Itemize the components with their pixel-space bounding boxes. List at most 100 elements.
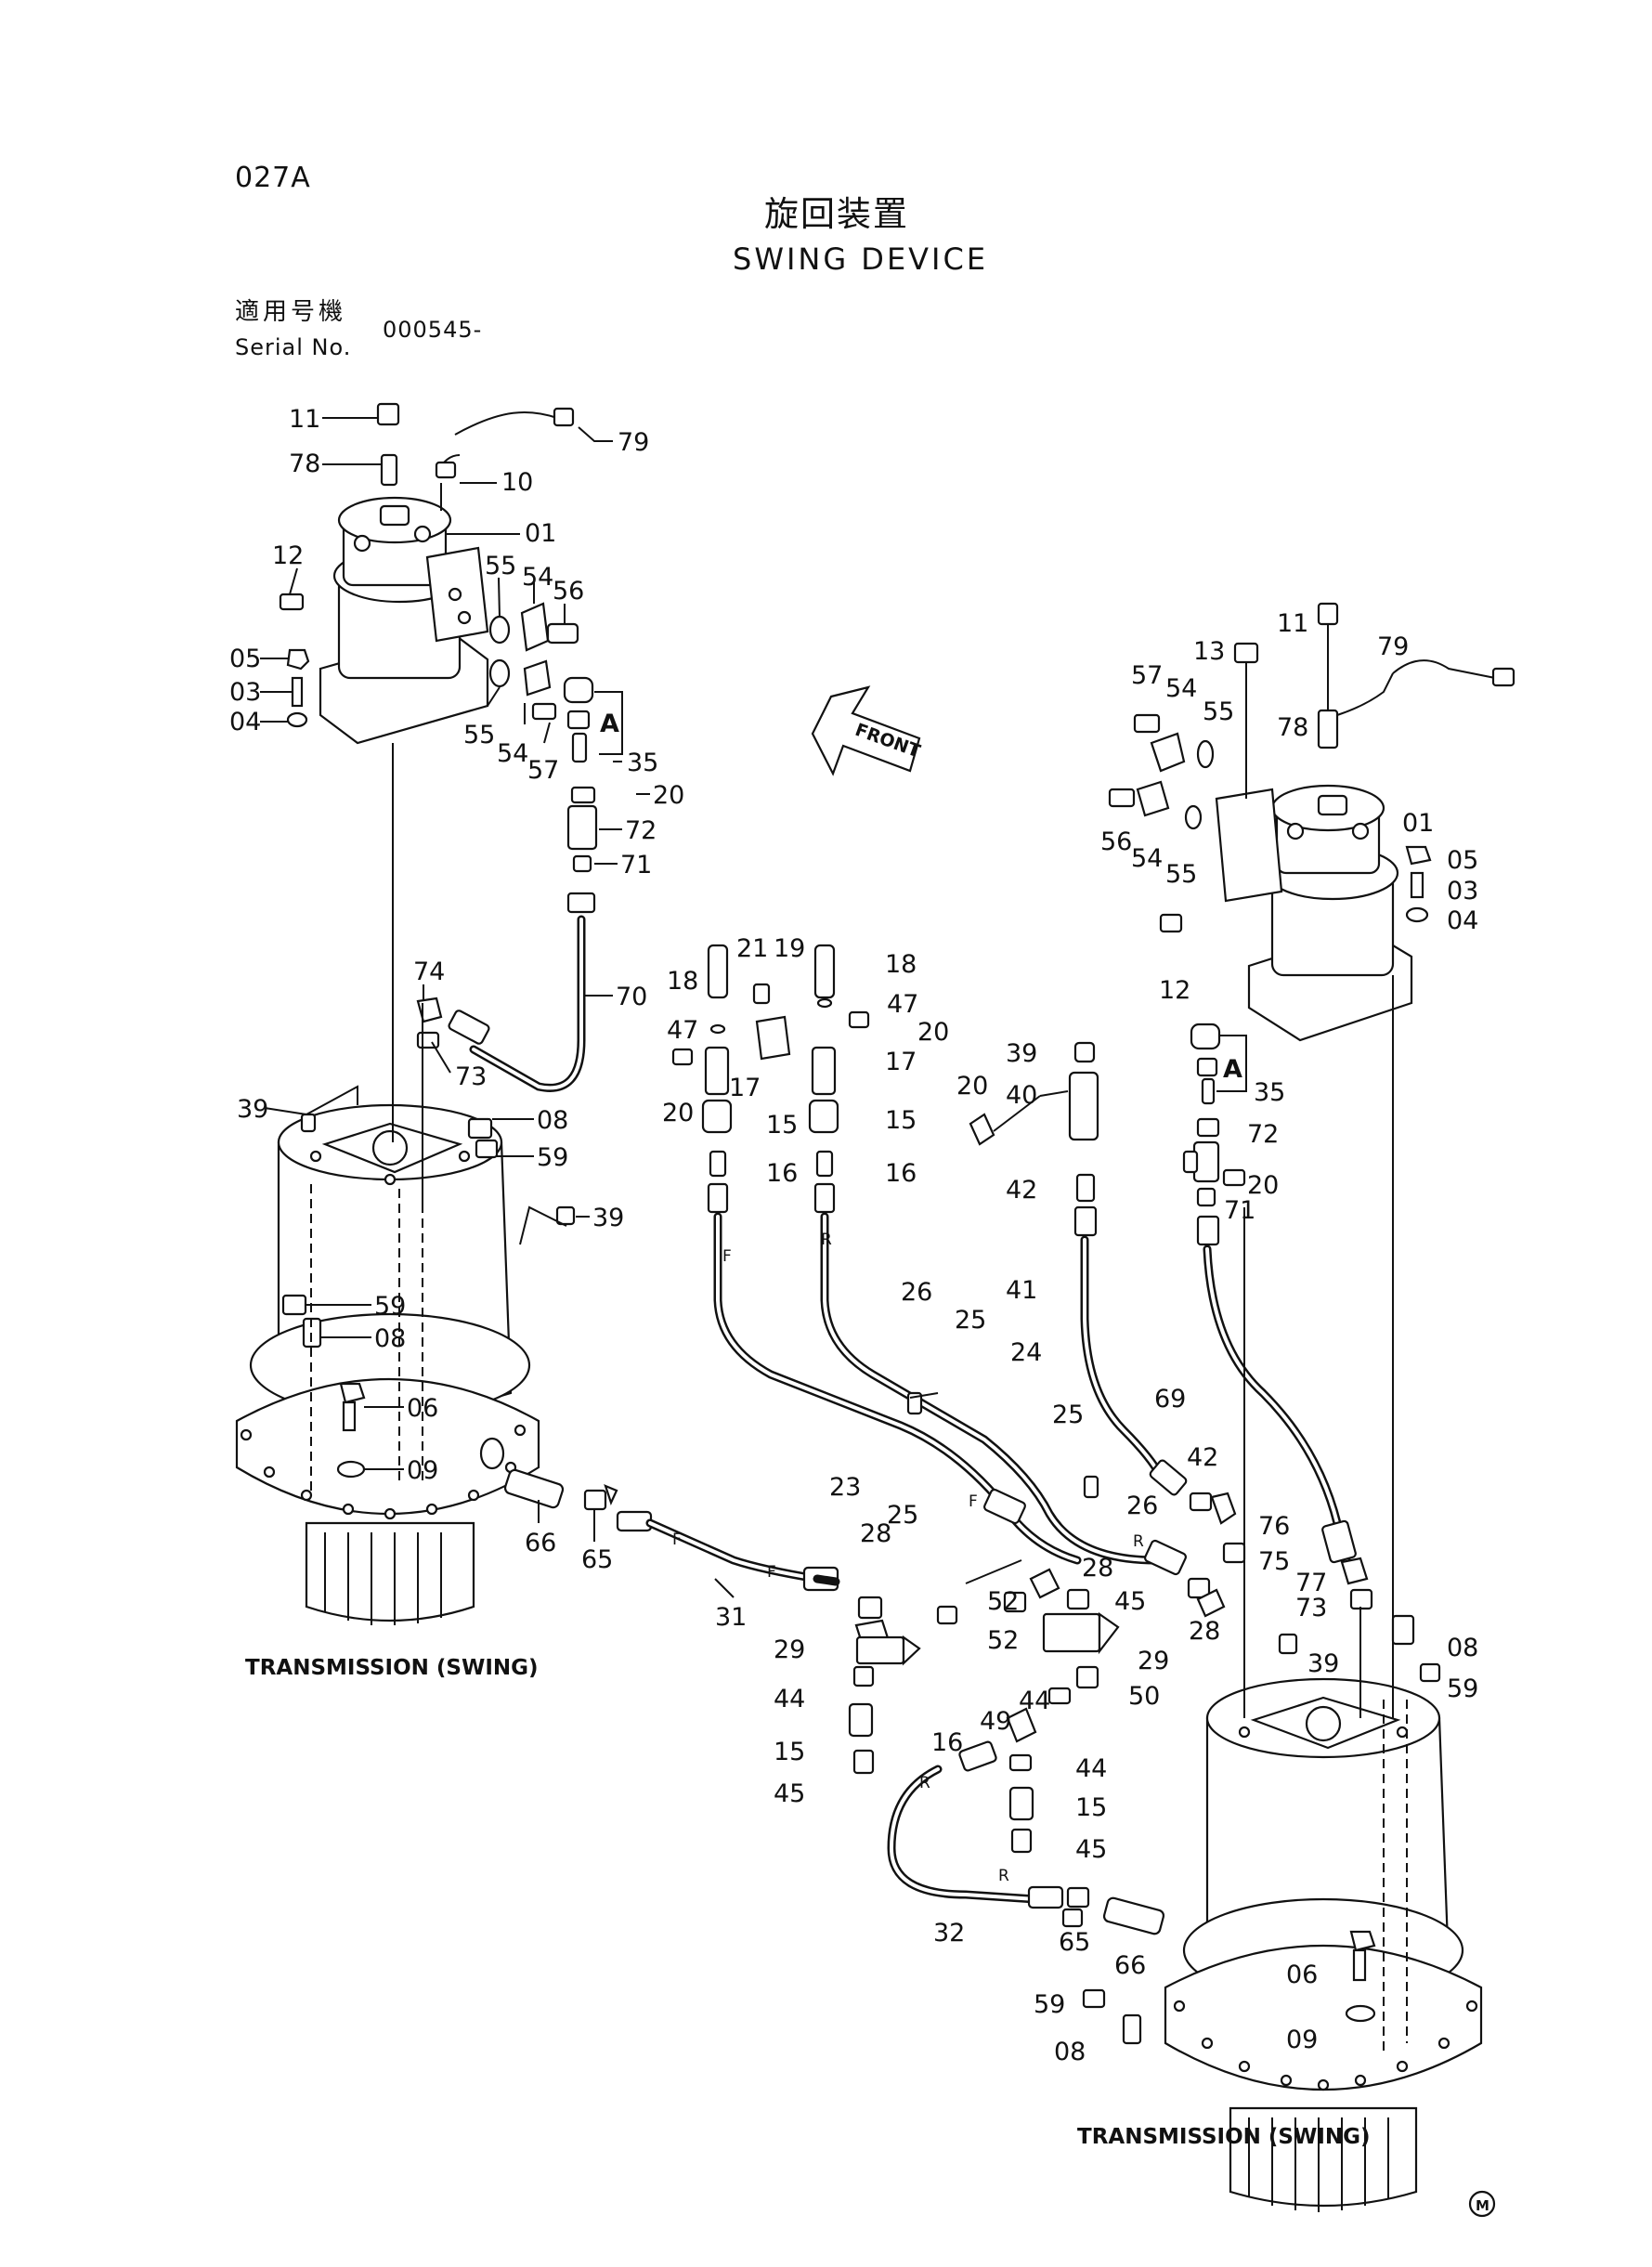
label-06-right: 06	[1286, 1961, 1318, 1989]
label-56-right: 56	[1100, 827, 1132, 856]
label-a-left: A	[600, 710, 619, 738]
labels-left-motor: 11 78 10 79 01 12 05 03 04 55 54 56 55 5…	[229, 405, 684, 1091]
left-hose-70	[416, 786, 598, 1092]
label-59-right-top: 59	[1447, 1674, 1478, 1703]
label-55-right-bottom: 55	[1165, 860, 1197, 889]
label-50: 50	[1128, 1682, 1160, 1711]
label-72-left: 72	[625, 816, 657, 845]
label-44-right: 44	[1075, 1754, 1107, 1783]
label-54-right-bottom: 54	[1131, 844, 1163, 873]
label-03-right: 03	[1447, 877, 1478, 905]
right-motor-fittings	[1108, 602, 1515, 933]
label-25-top: 25	[955, 1306, 986, 1335]
label-45-lower-right: 45	[1075, 1835, 1107, 1864]
label-40: 40	[1006, 1081, 1037, 1110]
label-16-center-left: 16	[766, 1159, 798, 1188]
logo-circle	[1468, 2190, 1496, 2218]
label-25-bottom: 25	[887, 1501, 918, 1530]
label-39-left-top: 39	[237, 1095, 268, 1124]
label-04-left: 04	[229, 708, 261, 736]
mark-r-hose32-b: R	[998, 1867, 1009, 1885]
mark-f-hose31-b: F	[767, 1563, 776, 1582]
title-english: SWING DEVICE	[733, 241, 989, 277]
page-code: 027A	[235, 162, 311, 194]
label-31: 31	[715, 1603, 747, 1632]
label-32: 32	[933, 1919, 965, 1948]
label-44-middle: 44	[1019, 1687, 1050, 1715]
label-71-left: 71	[620, 851, 652, 879]
label-44-left: 44	[774, 1685, 805, 1713]
label-73-left: 73	[455, 1062, 487, 1091]
label-39-left-bottom: 39	[592, 1204, 624, 1232]
label-59-left-bottom: 59	[374, 1292, 406, 1321]
label-06-left: 06	[407, 1394, 438, 1423]
swing-motor-right	[1215, 784, 1413, 1042]
labels-center: 18 21 19 18 47 47 20 17 17 20 15 15 16 1…	[662, 934, 1327, 2066]
label-15-lower-right: 15	[1075, 1793, 1107, 1822]
label-09-right: 09	[1286, 2026, 1318, 2054]
label-66-right: 66	[1114, 1951, 1146, 1980]
label-09-left: 09	[407, 1456, 438, 1485]
label-54-left-top: 54	[522, 563, 553, 592]
left-side-fittings	[279, 593, 579, 728]
label-55-right-top: 55	[1203, 697, 1234, 726]
logo-mark: M	[1476, 2197, 1489, 2214]
label-a-right: A	[1223, 1055, 1242, 1084]
label-20-center-right: 20	[917, 1018, 949, 1047]
label-59-lower: 59	[1034, 1990, 1065, 2019]
label-17-left: 17	[729, 1074, 761, 1102]
label-55-left-top: 55	[485, 552, 516, 580]
labels-left-transmission: 39 08 59 39 59 08 06 09 66 65 31 TRANSMI…	[237, 1095, 776, 1680]
swing-motor-left	[319, 496, 489, 745]
label-75: 75	[1258, 1547, 1290, 1576]
label-05-left: 05	[229, 645, 261, 673]
hose-31	[813, 1574, 840, 1586]
label-29-left: 29	[774, 1635, 805, 1664]
label-79-left: 79	[618, 428, 649, 457]
label-15-lower-left: 15	[774, 1738, 805, 1766]
label-56-left: 56	[553, 577, 584, 606]
label-55-left-bottom: 55	[463, 721, 495, 749]
right-hose-69	[1196, 1215, 1373, 1610]
labels-right-transmission: 08 39 59 06 09 TRANSMISSION (SWING)	[1077, 1634, 1478, 2149]
serial-label-english: Serial No.	[235, 334, 352, 360]
label-52-right: 52	[987, 1626, 1019, 1655]
label-39-right: 39	[1307, 1649, 1339, 1678]
label-20-left-top: 20	[653, 781, 684, 810]
label-20-right: 20	[1247, 1171, 1279, 1200]
label-35-left: 35	[627, 749, 658, 777]
label-66-left: 66	[525, 1529, 556, 1557]
hose-41-group	[969, 1041, 1237, 1525]
label-19: 19	[774, 934, 805, 963]
label-26-top: 26	[901, 1278, 932, 1307]
left-motor-top-fittings	[376, 402, 575, 511]
label-54-right-top: 54	[1165, 674, 1197, 703]
label-18-center-right: 18	[885, 950, 917, 979]
label-16-center-right: 16	[885, 1159, 917, 1188]
label-05-right: 05	[1447, 846, 1478, 875]
label-20-center-left: 20	[662, 1099, 694, 1127]
label-59-left-top: 59	[537, 1143, 568, 1172]
label-20-valve: 20	[956, 1072, 988, 1101]
mark-r-center: R	[1133, 1532, 1144, 1551]
label-54-left-bottom: 54	[497, 739, 528, 768]
label-57-right: 57	[1131, 661, 1163, 690]
left-outlet-fittings	[503, 1468, 839, 1592]
label-18-center-left: 18	[667, 967, 698, 996]
caption-transmission-left: TRANSMISSION (SWING)	[245, 1656, 539, 1680]
leader-lines	[260, 417, 735, 1598]
transmission-left	[235, 743, 576, 1625]
label-16-lower: 16	[931, 1728, 963, 1757]
label-29-right: 29	[1138, 1647, 1169, 1675]
label-70: 70	[616, 983, 647, 1011]
label-78-left: 78	[289, 449, 320, 478]
label-13: 13	[1193, 637, 1225, 666]
label-15-center-right: 15	[885, 1106, 917, 1135]
label-76: 76	[1258, 1512, 1290, 1541]
left-group-a	[563, 676, 623, 763]
label-52-left: 52	[987, 1587, 1019, 1616]
label-78-right: 78	[1277, 713, 1308, 742]
label-08-right-top: 08	[1447, 1634, 1478, 1662]
label-79-right: 79	[1377, 632, 1409, 661]
